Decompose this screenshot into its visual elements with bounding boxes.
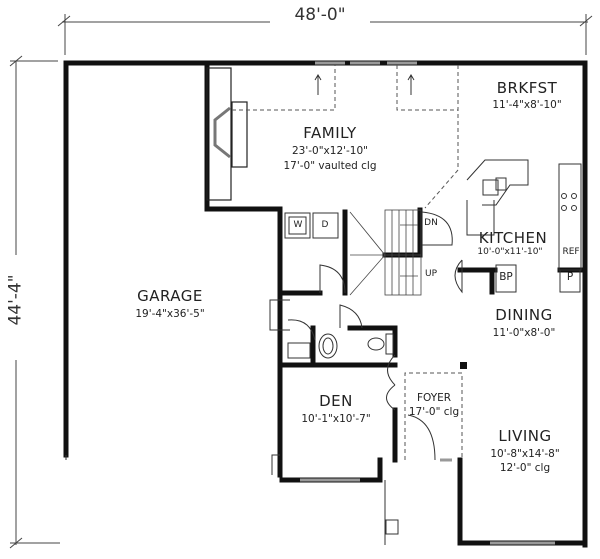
bathroom-fixtures [287, 333, 394, 359]
den-room-name: DEN [319, 392, 353, 410]
dimension-lines [9, 14, 593, 549]
washer-label: W [293, 220, 303, 230]
den-room-size: 10'-1"x10'-7" [301, 413, 371, 425]
width-dimension: 48'-0" [294, 5, 346, 25]
kitchen-room-size: 10'-0"x11'-10" [477, 247, 543, 257]
living-room-name: LIVING [498, 427, 552, 445]
dining-room-size: 11'-0"x8'-0" [492, 327, 556, 339]
family-room-ceiling: 17'-0" vaulted clg [283, 160, 377, 172]
garage-room-size: 19'-4"x36'-5" [135, 308, 205, 320]
dryer-label: D [321, 220, 329, 230]
fireplace [206, 67, 248, 201]
brkfst-room-size: 11'-4"x8'-10" [492, 99, 562, 111]
ceiling-lines [232, 65, 463, 460]
pantry-label: P [566, 271, 574, 283]
door-swings [65, 211, 463, 545]
laundry-appliances [284, 212, 339, 239]
foyer-room-name: FOYER [416, 392, 452, 404]
broom-pantry-label: BP [499, 271, 513, 283]
depth-dimension: 44'-4" [5, 274, 26, 326]
dining-room-name: DINING [495, 306, 553, 324]
foyer-ceiling: 17'-0" clg [408, 406, 460, 418]
column [460, 362, 467, 369]
living-room-size: 10'-8"x14'-8" [490, 448, 560, 460]
kitchen-room-name: KITCHEN [478, 229, 548, 247]
kitchen-counters [466, 159, 582, 293]
living-room-ceiling: 12'-0" clg [499, 462, 551, 474]
arrow-icons [314, 74, 415, 95]
windows [300, 61, 555, 545]
refrigerator-label: REF [562, 247, 580, 257]
stair-up-label: UP [424, 269, 438, 279]
family-room-size: 23'-0"x12'-10" [292, 145, 368, 157]
stairs [349, 209, 422, 296]
family-room-name: FAMILY [303, 124, 357, 142]
stair-down-label: DN [424, 218, 438, 228]
brkfst-room-name: BRKFST [496, 79, 558, 97]
garage-room-name: GARAGE [137, 287, 203, 305]
